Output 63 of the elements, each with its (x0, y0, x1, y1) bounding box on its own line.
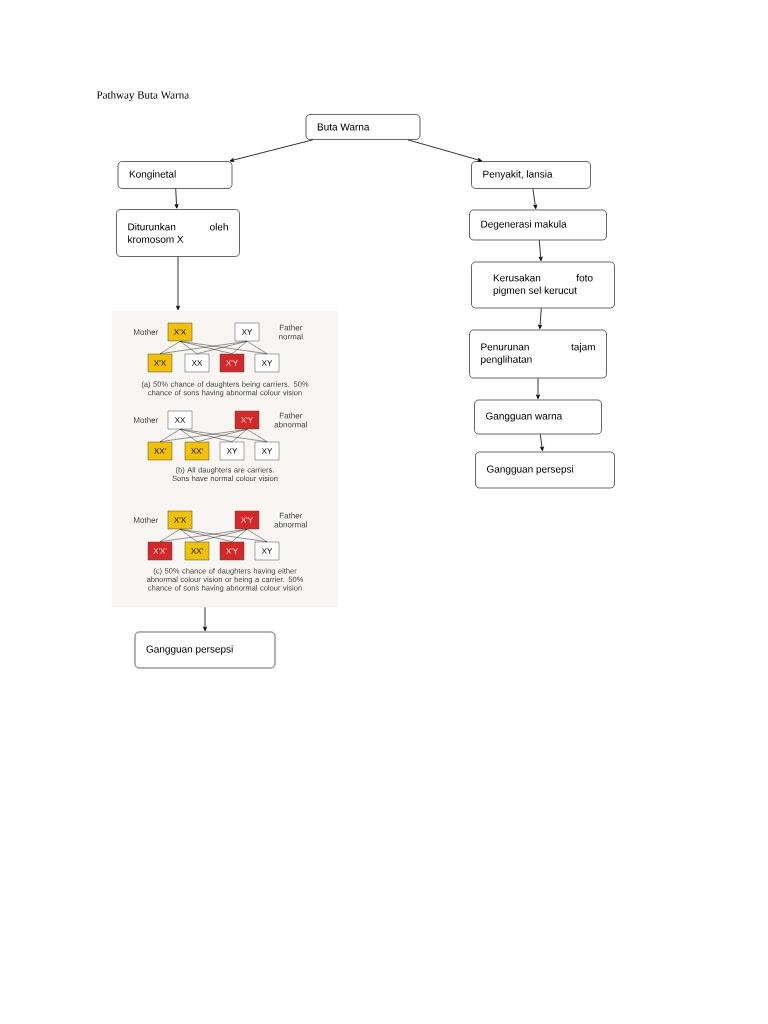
side-label: Mother (134, 329, 159, 335)
genotype-box: XX (167, 410, 193, 430)
connector-line (231, 529, 248, 542)
genotype-box: X'Y (234, 410, 260, 430)
genotype-box: XY (219, 441, 245, 461)
genotype-box: XY (254, 441, 280, 461)
connector-line (246, 529, 268, 542)
process-box: Buta Warna (305, 114, 421, 140)
genotype-box: X'Y (219, 541, 245, 561)
connector-line (246, 429, 268, 442)
genotype-box: XX' (184, 441, 210, 461)
arrow (407, 139, 483, 162)
connector-line (159, 341, 181, 354)
genotype-box: XX' (147, 441, 173, 461)
side-label: Father abnormal (274, 412, 307, 428)
arrow (229, 139, 314, 162)
genotype-box: X'X (167, 322, 193, 342)
process-box: Konginetal (117, 161, 233, 189)
side-label: Father normal (279, 324, 303, 340)
connector-line (196, 529, 248, 542)
connector-line (159, 429, 181, 442)
side-label: Mother (134, 517, 159, 523)
process-box: Gangguan persepsi (475, 451, 615, 489)
connector-line (231, 341, 248, 354)
genotype-box: XX (184, 353, 210, 373)
process-box: Diturunkan oleh kromosom X (116, 209, 240, 257)
connector-line (196, 429, 248, 442)
process-box: Gangguan warna (474, 399, 602, 435)
genotype-box: X'X (147, 353, 173, 373)
genotype-box: X'X (167, 510, 193, 530)
arrow (203, 606, 207, 632)
connector-line (179, 341, 198, 354)
genotype-box: XX' (184, 541, 210, 561)
side-label: Mother (134, 417, 159, 423)
side-label: Father abnormal (274, 512, 307, 528)
genotype-box: X'X' (147, 541, 173, 561)
process-box: Kerusakan foto pigmen sel kerucut (471, 261, 615, 309)
connector-line (159, 529, 181, 542)
connector-line (196, 341, 248, 354)
arrow (538, 239, 543, 262)
title: Pathway Buta Warna (96, 91, 189, 101)
connector-line (179, 429, 268, 442)
genotype-box: X'Y (219, 353, 245, 373)
connector-line (231, 429, 248, 442)
connector-line (179, 341, 268, 354)
connector-line (246, 341, 268, 354)
arrow (536, 377, 540, 400)
arrow (174, 188, 179, 209)
arrow (538, 307, 543, 330)
process-box: Penyakit, lansia (471, 161, 591, 189)
arrow (539, 433, 544, 452)
genotype-box: XY (254, 353, 280, 373)
genotype-box: XY (254, 541, 280, 561)
process-box: Degenerasi makula (469, 209, 607, 241)
process-box: Penurunan tajam penglihatan (469, 329, 607, 379)
arrow (532, 188, 538, 210)
connector-line (179, 529, 198, 542)
arrow (176, 256, 180, 311)
connector-line (179, 429, 198, 442)
genotype-box: XY (234, 322, 260, 342)
genotype-box: X'Y (234, 510, 260, 530)
process-box: Gangguan persepsi (134, 631, 276, 669)
connector-line (179, 529, 268, 542)
